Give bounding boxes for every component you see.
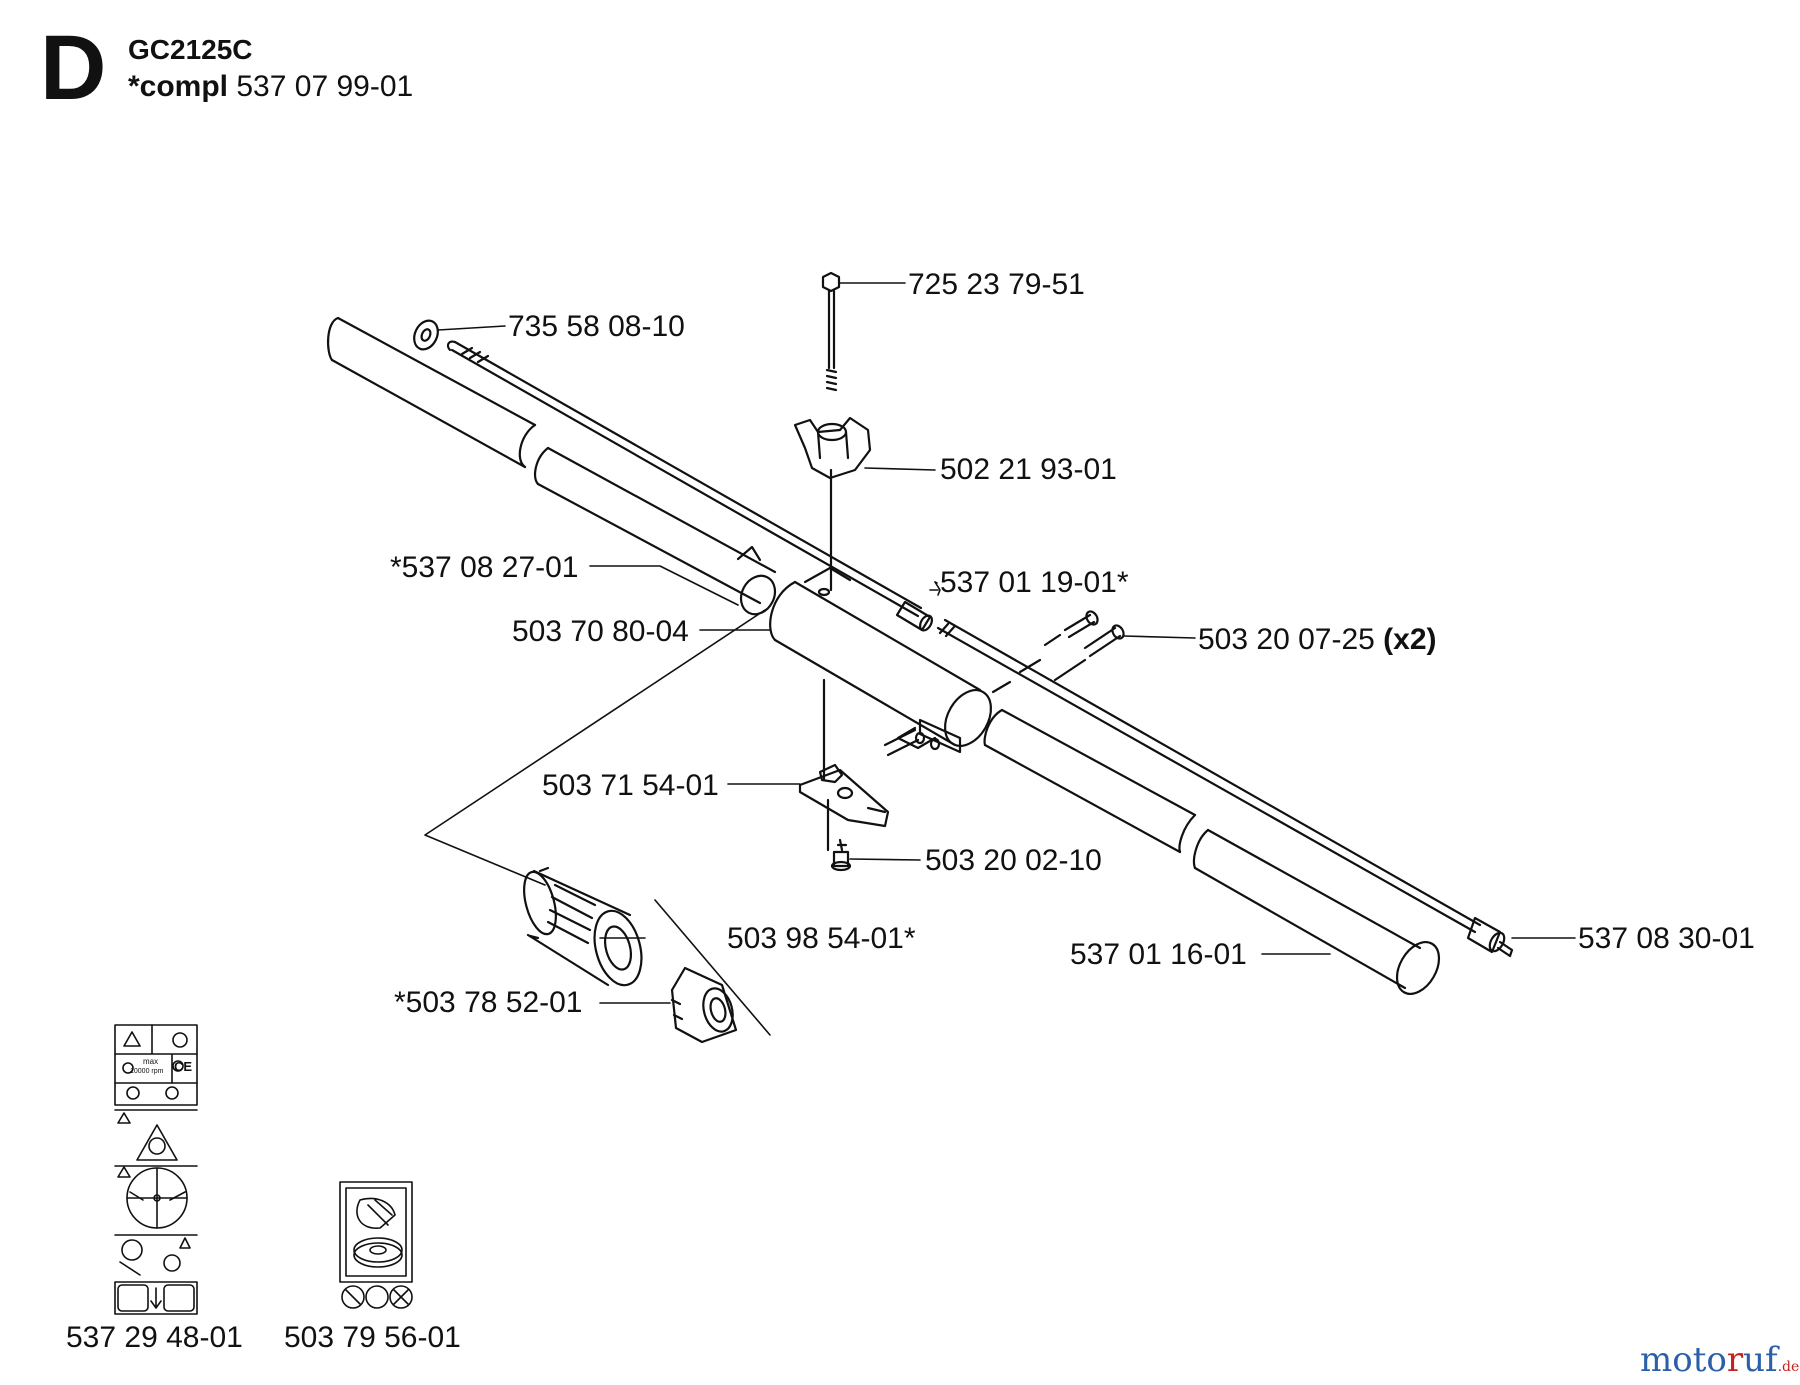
decal-label-spool: 503 79 56-01 xyxy=(284,1321,461,1354)
spool-decal-drawing xyxy=(339,1181,413,1309)
part-label-drive-shaft-joint: 537 01 19-01* xyxy=(940,566,1129,599)
drive-shaft-end-drawing xyxy=(1466,916,1514,958)
watermark-part-b: r xyxy=(1726,1340,1744,1380)
washer-drawing xyxy=(413,319,439,351)
upper-tube-drawing xyxy=(326,316,777,616)
part-label-clamp-screws: 503 20 07-25 (x2) xyxy=(1198,625,1437,655)
wing-nut-drawing xyxy=(793,416,872,480)
part-label-grip-nut: *503 78 52-01 xyxy=(394,986,583,1019)
warning-decal-drawing xyxy=(114,1024,198,1315)
handle-grip-drawing xyxy=(523,866,643,987)
drive-shaft-joint-drawing xyxy=(895,600,933,632)
part-label-bracket: 503 71 54-01 xyxy=(542,769,719,802)
compl-label: *compl xyxy=(128,70,229,103)
compl-number: 537 07 99-01 xyxy=(236,70,414,103)
clamp-housing-drawing xyxy=(769,566,993,757)
watermark-logo: motoruf.de xyxy=(1640,1340,1799,1380)
part-label-drive-shaft-end: 537 08 30-01 xyxy=(1578,922,1755,955)
clamp-screws-number: 503 20 07-25 xyxy=(1198,623,1375,656)
decal-max-text: max xyxy=(143,1057,159,1066)
section-letter: D xyxy=(40,17,107,119)
part-label-lower-tube: 537 01 16-01 xyxy=(1070,938,1247,971)
watermark-part-a: moto xyxy=(1640,1340,1727,1380)
bracket-screw-drawing xyxy=(830,838,852,872)
bolt-drawing xyxy=(821,271,841,852)
decal-ce-mark: CE xyxy=(174,1059,193,1074)
part-label-bracket-screw: 503 20 02-10 xyxy=(925,844,1102,877)
decal-label-warning: 537 29 48-01 xyxy=(66,1321,243,1354)
decal-rpm-text: 10000 rpm xyxy=(130,1068,164,1075)
grip-nut-drawing xyxy=(670,966,738,1044)
drive-shaft-drawing xyxy=(446,340,1482,934)
watermark-part-c: uf xyxy=(1743,1340,1778,1380)
watermark-part-d: .de xyxy=(1777,1359,1800,1375)
clamp-screws-drawing xyxy=(991,610,1125,694)
part-label-handle-grip: 503 98 54-01* xyxy=(727,922,916,955)
part-label-clamp-housing: 503 70 80-04 xyxy=(512,615,689,648)
leader-lines xyxy=(424,282,1576,1036)
part-label-washer: 735 58 08-10 xyxy=(508,310,685,343)
model-name: GC2125C xyxy=(128,34,253,65)
bracket-drawing xyxy=(798,763,890,828)
part-label-wing-nut: 502 21 93-01 xyxy=(940,453,1117,486)
complete-assembly-number: *compl 537 07 99-01 xyxy=(128,70,413,104)
lower-tube-drawing xyxy=(983,708,1441,995)
part-label-bolt: 725 23 79-51 xyxy=(908,268,1085,301)
part-label-upper-tube: *537 08 27-01 xyxy=(390,551,579,584)
clamp-screws-quantity: (x2) xyxy=(1383,623,1437,656)
